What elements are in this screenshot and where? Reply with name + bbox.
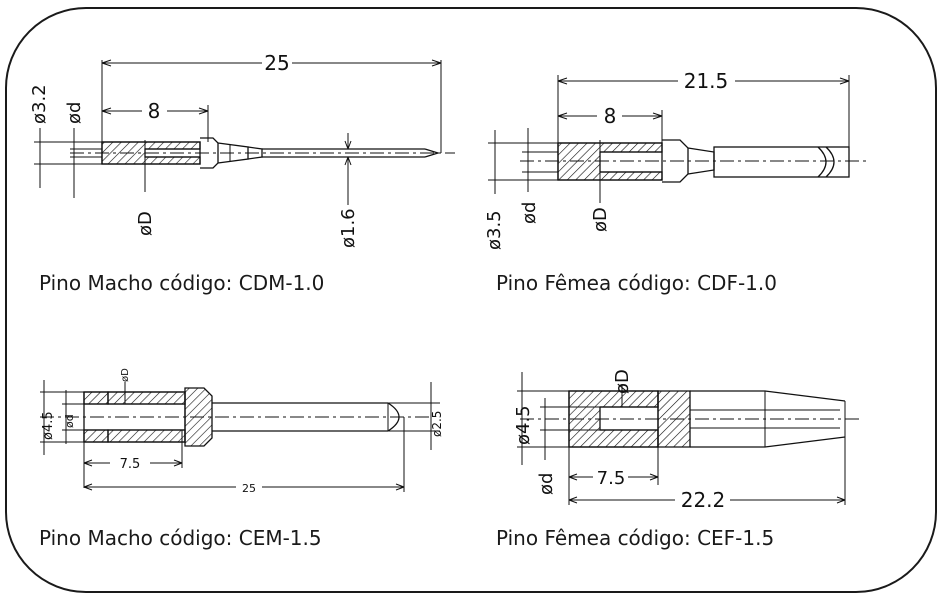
cdm-length-label: 25 — [264, 51, 289, 75]
cem-tip-label: ø2.5 — [430, 411, 444, 437]
cdm-bore-label: øD — [135, 211, 156, 236]
cef-drawing: øD ø4.5 ød 7.5 22.2 — [513, 369, 860, 512]
cef-inner-label: ød — [536, 473, 557, 495]
cem-socket-label: 7.5 — [120, 457, 141, 472]
cdf-bore-label: øD — [590, 207, 611, 232]
cdf-outer-label: ø3.5 — [484, 210, 505, 250]
cdf-inner-label: ød — [519, 202, 540, 224]
cdf-length-label: 21.5 — [684, 69, 729, 93]
cdm-tip-label: ø1.6 — [338, 208, 359, 248]
cem-inner-label: ød — [63, 414, 76, 428]
cdf-drawing: 21.5 8 ø3.5 ød øD — [484, 69, 870, 250]
cem-bore-label: øD — [120, 368, 131, 382]
cef-outer-label: ø4.5 — [513, 405, 534, 445]
cdm-drawing: 25 8 ø3.2 ød øD ø1.6 — [29, 51, 455, 248]
caption-cef: Pino Fêmea código: CEF-1.5 — [496, 526, 775, 550]
cdm-outer-label: ø3.2 — [29, 84, 50, 124]
rounded-border — [5, 7, 937, 593]
caption-cdm: Pino Macho código: CDM-1.0 — [39, 271, 325, 295]
cem-drawing: ø4.5 ød øD 7.5 25 ø2.5 — [40, 368, 444, 495]
cef-length-label: 22.2 — [681, 488, 726, 512]
cdf-socket-label: 8 — [604, 104, 617, 128]
cem-length-label: 25 — [242, 482, 256, 495]
cef-bore-label: øD — [612, 369, 633, 394]
caption-cem: Pino Macho código: CEM-1.5 — [39, 526, 322, 550]
cdm-socket-label: 8 — [148, 99, 161, 123]
caption-cdf: Pino Fêmea código: CDF-1.0 — [496, 271, 777, 295]
cem-outer-label: ø4.5 — [41, 411, 56, 440]
cef-socket-label: 7.5 — [597, 468, 626, 489]
cdm-inner-label: ød — [64, 102, 85, 124]
